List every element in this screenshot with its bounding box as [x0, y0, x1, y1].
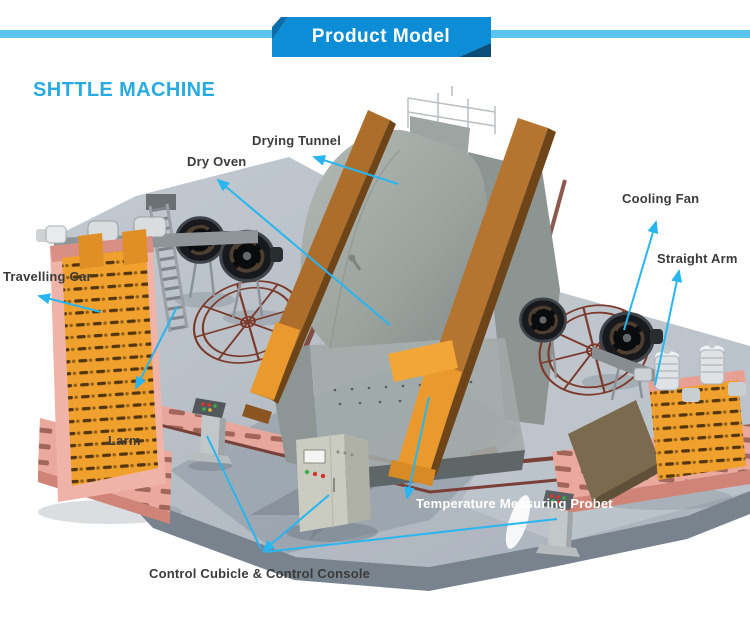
banner-title: Product Model: [311, 26, 451, 47]
arrow-dry-oven: [216, 178, 391, 326]
floor-streak: [505, 495, 531, 549]
control-pedestal-right: [505, 490, 580, 557]
arrow-straight-arm: [654, 269, 683, 386]
page-title: SHTTLE MACHINE: [33, 79, 216, 101]
travelling-car-right: [552, 340, 750, 514]
gantry-beams: [242, 110, 556, 486]
arrow-drying-tunnel: [312, 155, 399, 185]
label-larm: Larm: [108, 433, 141, 448]
arm-motors: [654, 340, 746, 402]
arrow-cooling-fan: [623, 220, 659, 331]
control-pedestal-left: [188, 398, 232, 471]
label-temperature-probe: Temperature Measuring Probet: [416, 496, 613, 511]
label-drying-tunnel: Drying Tunnel: [252, 133, 342, 148]
callout-arrows: [37, 155, 683, 553]
board: [568, 400, 660, 500]
arrow-control-right: [264, 518, 558, 553]
arrow-control-left: [206, 435, 262, 550]
arrow-control-cabinet: [261, 494, 330, 553]
banner-ribbon: [0, 17, 750, 57]
label-travelling-car: Travelling Car: [3, 269, 92, 284]
arrow-larm: [135, 306, 178, 390]
top-railing: [407, 86, 496, 134]
label-straight-arm: Straight Arm: [657, 251, 738, 266]
floor-front-edge: [82, 432, 750, 591]
arrow-travelling-car: [37, 293, 102, 313]
cabinet-screen: [303, 449, 326, 464]
arrow-temperature-probe: [403, 396, 430, 500]
label-cooling-fan: Cooling Fan: [622, 191, 700, 206]
label-dry-oven: Dry Oven: [187, 154, 247, 169]
control-cabinet: [286, 434, 378, 542]
label-control: Control Cubicle & Control Console: [149, 566, 371, 581]
